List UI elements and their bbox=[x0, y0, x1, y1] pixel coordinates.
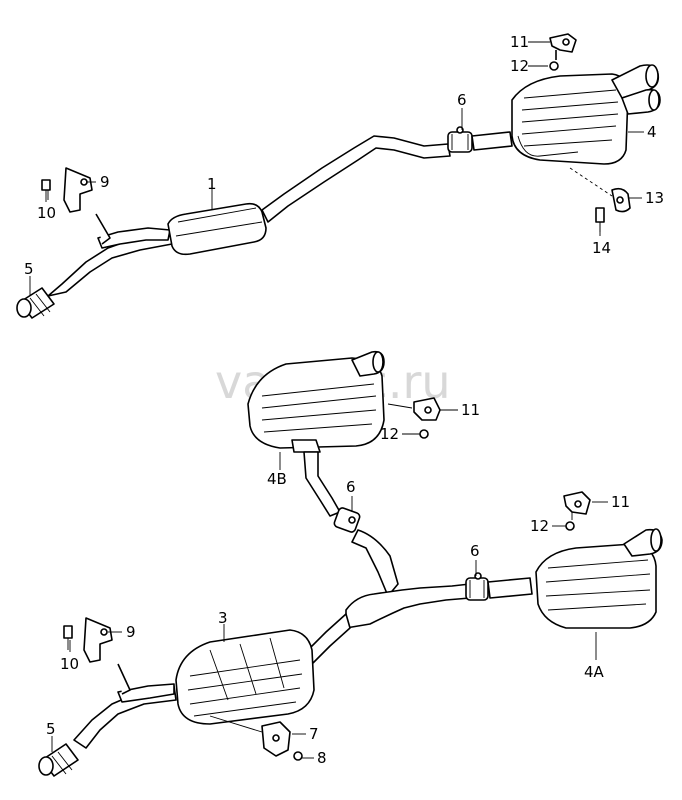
callout-upper-9: 9 bbox=[100, 173, 110, 191]
lower-front-pipe bbox=[73, 685, 177, 749]
lower-y-pipe-left bbox=[351, 529, 399, 597]
callout-upper-12: 12 bbox=[510, 57, 529, 75]
callout-upper-4: 4 bbox=[647, 123, 657, 141]
lower-hanger-left bbox=[387, 397, 441, 421]
callout-lower-3: 3 bbox=[218, 609, 228, 627]
lower-nut-left bbox=[419, 429, 429, 439]
callout-upper-10: 10 bbox=[37, 204, 56, 222]
callout-lower-12-left: 12 bbox=[380, 425, 399, 443]
callout-lower-5: 5 bbox=[46, 720, 56, 738]
upper-front-clamp bbox=[16, 287, 55, 319]
callout-lower-6-right: 6 bbox=[470, 542, 480, 560]
lower-front-bracket bbox=[83, 617, 131, 695]
callout-lower-12-right: 12 bbox=[530, 517, 549, 535]
callout-upper-1: 1 bbox=[207, 175, 217, 193]
callout-lower-11-left: 11 bbox=[461, 401, 480, 419]
lower-y-junction bbox=[345, 583, 471, 629]
lower-right-connector bbox=[487, 577, 533, 599]
callout-upper-5: 5 bbox=[24, 260, 34, 278]
upper-nut bbox=[549, 61, 559, 71]
upper-assembly bbox=[16, 33, 661, 319]
lower-front-clamp bbox=[38, 743, 79, 777]
upper-front-bracket bbox=[63, 167, 111, 245]
upper-y-leg bbox=[97, 227, 171, 249]
upper-front-bolt bbox=[41, 179, 51, 202]
lower-mid-nut bbox=[293, 751, 303, 761]
callout-upper-14: 14 bbox=[592, 239, 611, 257]
upper-connector-pipe bbox=[471, 131, 513, 151]
lower-front-bolt bbox=[63, 625, 73, 650]
lower-hanger-right bbox=[563, 491, 591, 520]
lower-front-y-leg bbox=[117, 683, 175, 703]
upper-long-pipe bbox=[261, 135, 451, 223]
upper-hanger bbox=[549, 33, 577, 60]
lower-clamp-left bbox=[333, 507, 361, 533]
upper-rear-silencer bbox=[511, 64, 661, 165]
callout-lower-4A: 4A bbox=[584, 663, 605, 681]
lower-assembly bbox=[38, 350, 663, 777]
upper-rear-bracket bbox=[611, 187, 631, 213]
lower-silencer-right bbox=[535, 528, 663, 629]
lower-nut-right bbox=[565, 521, 575, 531]
lower-mid-bracket bbox=[209, 715, 291, 757]
upper-clamp-mid bbox=[447, 126, 473, 153]
callout-lower-9: 9 bbox=[126, 623, 136, 641]
callout-lower-10: 10 bbox=[60, 655, 79, 673]
lower-middle-silencer bbox=[175, 629, 315, 725]
callout-upper-11: 11 bbox=[510, 33, 529, 51]
callout-lower-8: 8 bbox=[317, 749, 327, 767]
callout-lower-6-left: 6 bbox=[346, 478, 356, 496]
callout-upper-6: 6 bbox=[457, 91, 467, 109]
lower-left-pipe bbox=[303, 451, 341, 517]
lower-clamp-right bbox=[465, 572, 489, 601]
callout-lower-7: 7 bbox=[309, 725, 319, 743]
callout-lower-11-right: 11 bbox=[611, 493, 630, 511]
lower-silencer-left bbox=[247, 350, 385, 453]
callout-lower-4B: 4B bbox=[267, 470, 287, 488]
callout-upper-13: 13 bbox=[645, 189, 664, 207]
